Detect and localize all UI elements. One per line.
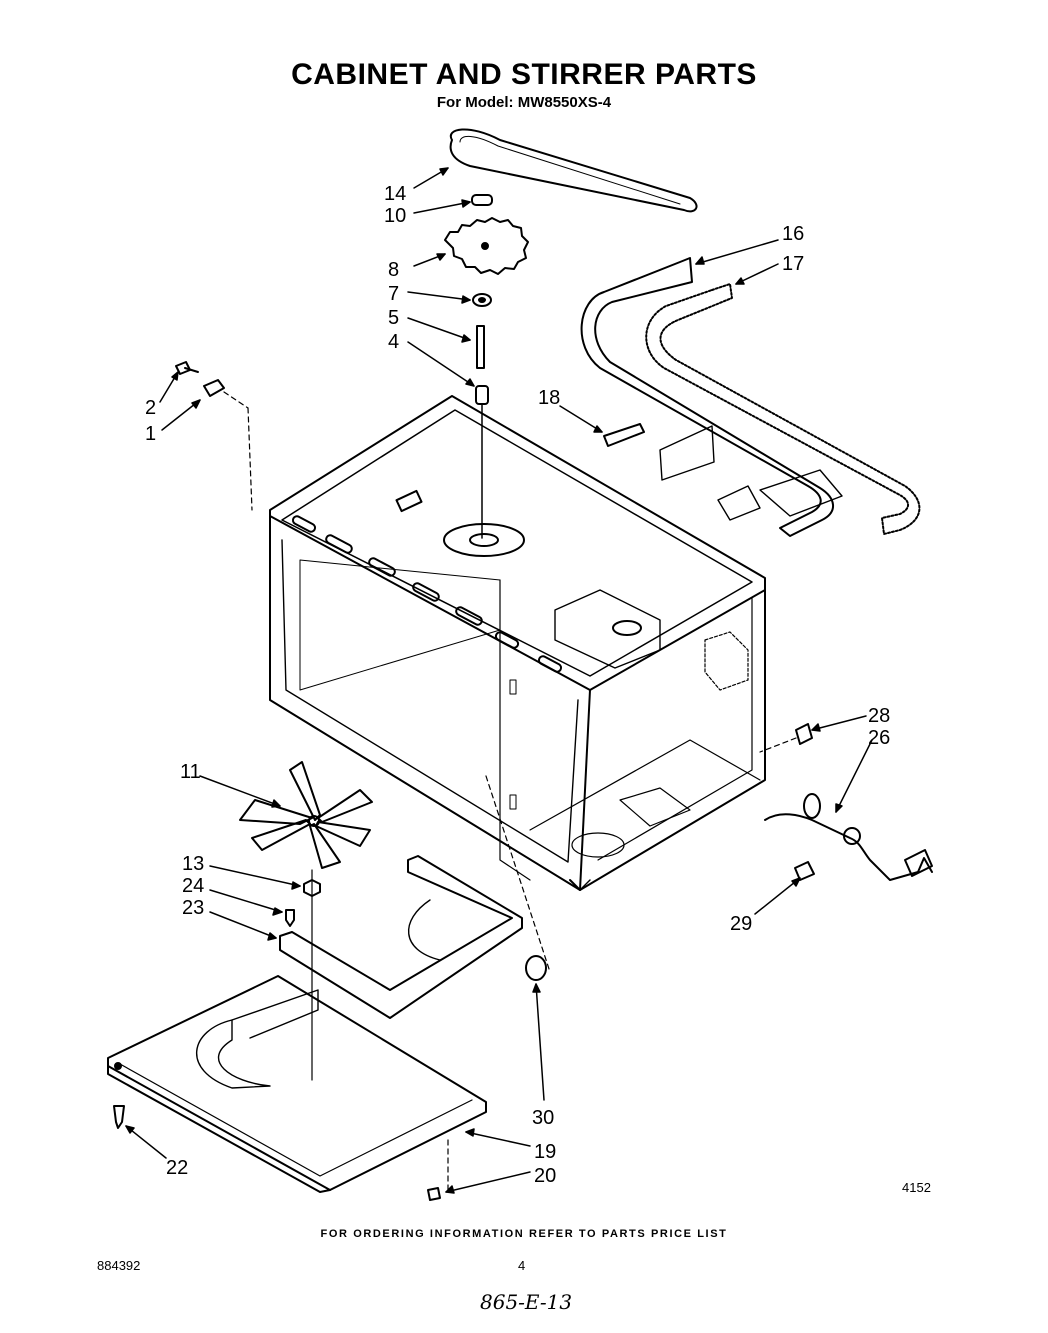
callout-13: 13 xyxy=(182,853,204,875)
document-number: 884392 xyxy=(97,1258,141,1273)
callout-10: 10 xyxy=(384,205,406,227)
plate-screw xyxy=(113,1105,125,1129)
lamp-socket xyxy=(485,775,551,981)
bushing xyxy=(475,385,489,539)
callout-leaders xyxy=(125,167,873,1194)
callout-4: 4 xyxy=(388,331,399,353)
retainer-clip xyxy=(471,194,493,206)
callout-5: 5 xyxy=(388,307,399,329)
callout-29: 29 xyxy=(730,913,752,935)
stirrer-stub xyxy=(603,423,645,447)
hex-nut xyxy=(303,869,321,1081)
bottom-plate xyxy=(107,975,487,1193)
callout-30: 30 xyxy=(532,1107,554,1129)
callout-7: 7 xyxy=(388,283,399,305)
callout-26: 26 xyxy=(868,727,890,749)
cord-nut xyxy=(759,723,813,753)
callout-23: 23 xyxy=(182,897,204,919)
fan-blade xyxy=(239,761,373,869)
model-subtitle: For Model: MW8550XS-4 xyxy=(436,94,612,111)
handwritten-note: 865-E-13 xyxy=(480,1290,573,1314)
callout-20: 20 xyxy=(534,1165,556,1187)
callout-2: 2 xyxy=(145,397,156,419)
screw xyxy=(175,361,199,375)
callout-28: 28 xyxy=(868,705,890,727)
callout-22: 22 xyxy=(166,1157,188,1179)
cabinet-frame xyxy=(269,395,766,891)
choke-seal xyxy=(580,257,834,537)
choke-gasket xyxy=(645,283,921,535)
motor-screw xyxy=(285,909,295,927)
choke-bracket xyxy=(659,425,843,521)
mounting-clip xyxy=(203,379,253,511)
callout-19: 19 xyxy=(534,1141,556,1163)
callout-18: 18 xyxy=(538,387,560,409)
washer xyxy=(472,293,492,307)
callout-17: 17 xyxy=(782,253,804,275)
callout-8: 8 xyxy=(388,259,399,281)
stirrer-belt xyxy=(449,128,698,213)
callout-labels: 14 10 8 7 5 4 2 1 18 16 17 28 26 29 11 1… xyxy=(145,183,890,1187)
ordering-note: FOR ORDERING INFORMATION REFER TO PARTS … xyxy=(320,1228,728,1240)
callout-24: 24 xyxy=(182,875,204,897)
stirrer-pulley xyxy=(444,217,529,275)
callout-14: 14 xyxy=(384,183,406,205)
page-number: 4 xyxy=(518,1258,526,1273)
page-title: CABINET AND STIRRER PARTS xyxy=(291,58,757,91)
figure-number: 4152 xyxy=(902,1180,931,1195)
stirrer-shaft xyxy=(476,325,485,369)
callout-11: 11 xyxy=(180,761,201,783)
terminal-block xyxy=(794,861,815,881)
power-cord xyxy=(764,793,933,881)
air-guide xyxy=(279,855,523,1019)
screw-19-20 xyxy=(427,1139,449,1201)
callout-16: 16 xyxy=(782,223,804,245)
callout-1: 1 xyxy=(145,423,156,445)
